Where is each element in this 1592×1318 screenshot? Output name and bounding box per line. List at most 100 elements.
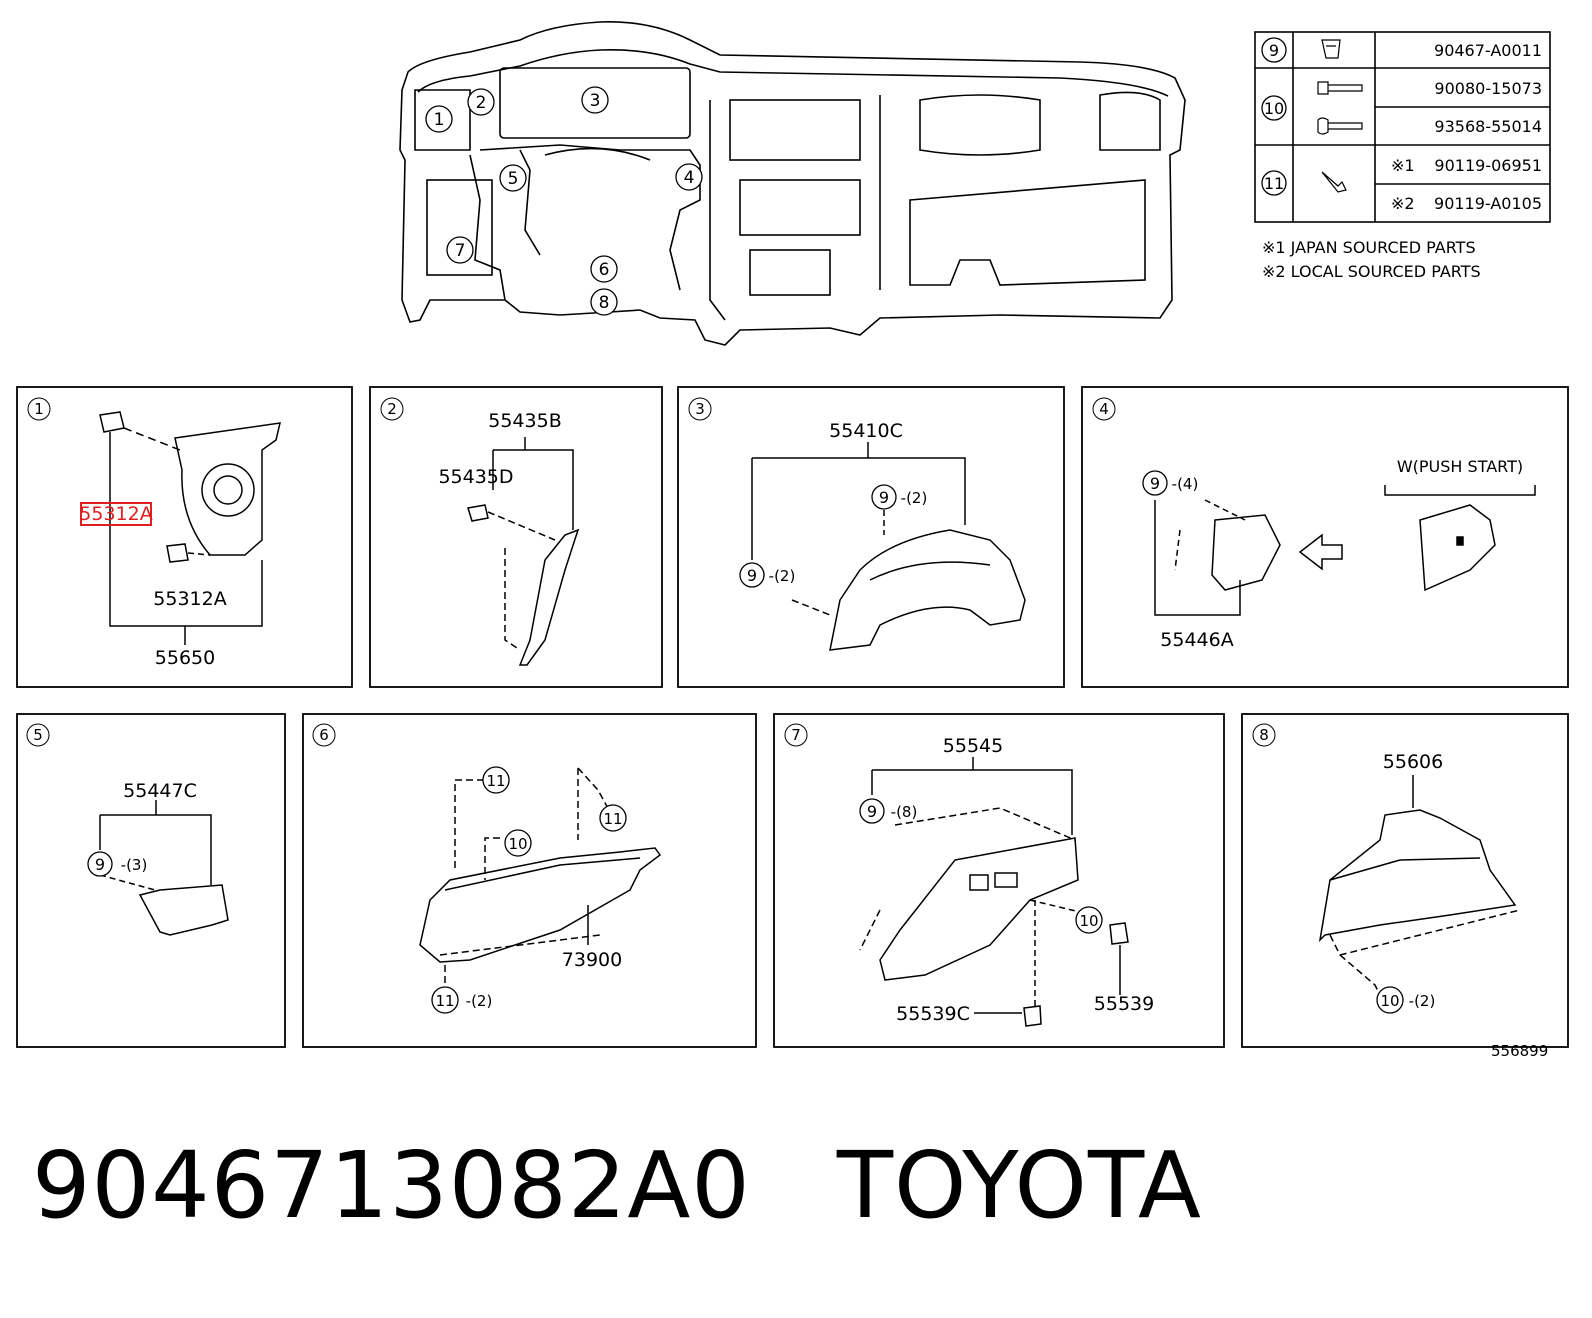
panel-7-drawing <box>859 757 1129 1027</box>
callout-10-a[interactable]: 10 <box>504 829 532 857</box>
overview-callout-4[interactable]: 4 <box>675 163 703 191</box>
panel-6-labels: 11 11 10 73900 11 -(2) <box>431 766 627 1014</box>
label-73900[interactable]: 73900 <box>562 949 622 971</box>
callout-9-b[interactable]: 9 <box>739 562 765 588</box>
part-number[interactable]: 9046713082A0 <box>32 1132 751 1239</box>
label-55606[interactable]: 55606 <box>1383 751 1443 773</box>
panel-1-number: 1 <box>27 397 51 421</box>
part-90119-06951[interactable]: 90119-06951 <box>1434 156 1542 175</box>
table-callout-10[interactable]: 10 <box>1261 95 1287 121</box>
svg-text:1: 1 <box>34 400 44 418</box>
part-93568-55014[interactable]: 93568-55014 <box>1434 117 1542 136</box>
table-callout-11[interactable]: 11 <box>1261 170 1287 196</box>
svg-text:11: 11 <box>486 772 505 790</box>
overview-callouts: 1 2 3 4 5 6 7 8 <box>425 86 703 316</box>
qty-2-c: -(2) <box>466 992 493 1010</box>
panel-6-drawing <box>419 767 662 985</box>
overview-callout-1[interactable]: 1 <box>425 105 453 133</box>
panel-5-labels: 55447C 9 -(3) <box>87 780 197 877</box>
fastener-table <box>1254 31 1551 223</box>
mark-1: ※1 <box>1391 156 1415 175</box>
callout-9-a[interactable]: 9 <box>871 484 897 510</box>
label-push-start: W(PUSH START) <box>1397 457 1523 476</box>
svg-text:5: 5 <box>33 726 43 744</box>
svg-text:1: 1 <box>434 110 445 130</box>
svg-text:8: 8 <box>599 293 610 313</box>
label-55539C[interactable]: 55539C <box>896 1003 970 1025</box>
panel-7-labels: 55545 9 -(8) 10 55539C 55539 <box>859 735 1154 1025</box>
panel-8-drawing <box>1318 775 1521 996</box>
callout-11-a[interactable]: 11 <box>482 766 510 794</box>
svg-text:4: 4 <box>1099 400 1109 418</box>
pin-icon <box>1321 171 1347 193</box>
qty-2-a: -(2) <box>901 489 928 507</box>
label-55435D[interactable]: 55435D <box>438 466 513 488</box>
svg-text:11: 11 <box>603 810 622 828</box>
label-55539[interactable]: 55539 <box>1094 993 1154 1015</box>
svg-text:10: 10 <box>1079 912 1098 930</box>
callout-10-b[interactable]: 10 <box>1075 906 1103 934</box>
overview-callout-3[interactable]: 3 <box>581 86 609 114</box>
label-55446A[interactable]: 55446A <box>1160 629 1233 651</box>
overview-callout-6[interactable]: 6 <box>590 255 618 283</box>
svg-text:3: 3 <box>695 400 705 418</box>
highlight-box <box>80 502 152 526</box>
overview-callout-2[interactable]: 2 <box>467 88 495 116</box>
callout-9-e[interactable]: 9 <box>859 798 885 824</box>
qty-2-d: -(2) <box>1409 992 1436 1010</box>
svg-text:2: 2 <box>387 400 397 418</box>
panel-3-number: 3 <box>688 397 712 421</box>
panel-4-labels: W(PUSH START) 9 -(4) 55446A <box>1142 457 1523 651</box>
svg-text:10: 10 <box>1380 992 1399 1010</box>
note-japan-sourced: ※1 JAPAN SOURCED PARTS <box>1262 238 1476 257</box>
brand-name: TOYOTA <box>836 1132 1202 1239</box>
qty-4: -(4) <box>1172 475 1199 493</box>
label-55650[interactable]: 55650 <box>155 647 215 669</box>
svg-text:7: 7 <box>791 726 801 744</box>
panel-5-drawing <box>99 800 229 936</box>
label-55312A-highlighted[interactable]: 55312A <box>79 503 152 525</box>
svg-text:2: 2 <box>476 93 487 113</box>
panel-8-labels: 55606 10 -(2) <box>1376 751 1443 1014</box>
panel-4-drawing <box>1154 485 1536 616</box>
reference-code: 556899 <box>1491 1042 1549 1060</box>
panel-2-drawing <box>467 437 580 666</box>
overview-callout-5[interactable]: 5 <box>499 164 527 192</box>
svg-text:11: 11 <box>1264 174 1284 193</box>
callout-9-d[interactable]: 9 <box>87 851 113 877</box>
svg-text:6: 6 <box>599 260 610 280</box>
label-55312A[interactable]: 55312A <box>153 588 226 610</box>
overview-callout-8[interactable]: 8 <box>590 288 618 316</box>
svg-text:11: 11 <box>435 992 454 1010</box>
svg-text:10: 10 <box>1264 99 1284 118</box>
panel-8-number: 8 <box>1252 723 1276 747</box>
panel-2-number: 2 <box>380 397 404 421</box>
svg-text:10: 10 <box>508 835 527 853</box>
overview-callout-7[interactable]: 7 <box>446 236 474 264</box>
callout-9-c[interactable]: 9 <box>1142 470 1168 496</box>
label-55447C[interactable]: 55447C <box>123 780 197 802</box>
label-55410C[interactable]: 55410C <box>829 420 903 442</box>
label-55435B[interactable]: 55435B <box>488 410 561 432</box>
qty-2-b: -(2) <box>769 567 796 585</box>
svg-text:9: 9 <box>747 566 757 585</box>
label-55545[interactable]: 55545 <box>943 735 1003 757</box>
panel-1-drawing <box>99 411 281 645</box>
callout-10-c[interactable]: 10 <box>1376 986 1404 1014</box>
note-local-sourced: ※2 LOCAL SOURCED PARTS <box>1262 262 1481 281</box>
mark-2: ※2 <box>1391 194 1415 213</box>
part-90467-A0011[interactable]: 90467-A0011 <box>1434 41 1542 60</box>
part-90119-A0105[interactable]: 90119-A0105 <box>1434 194 1542 213</box>
table-callout-9[interactable]: 9 <box>1261 37 1287 63</box>
callout-11-b[interactable]: 11 <box>599 804 627 832</box>
svg-text:9: 9 <box>95 855 105 874</box>
panel-6-number: 6 <box>312 723 336 747</box>
panel-2-labels: 55435B 55435D <box>438 410 561 488</box>
panel-5-number: 5 <box>26 723 50 747</box>
part-90080-15073[interactable]: 90080-15073 <box>1434 79 1542 98</box>
bolt-icon <box>1317 81 1363 95</box>
svg-text:8: 8 <box>1259 726 1269 744</box>
callout-11-c[interactable]: 11 <box>431 986 459 1014</box>
